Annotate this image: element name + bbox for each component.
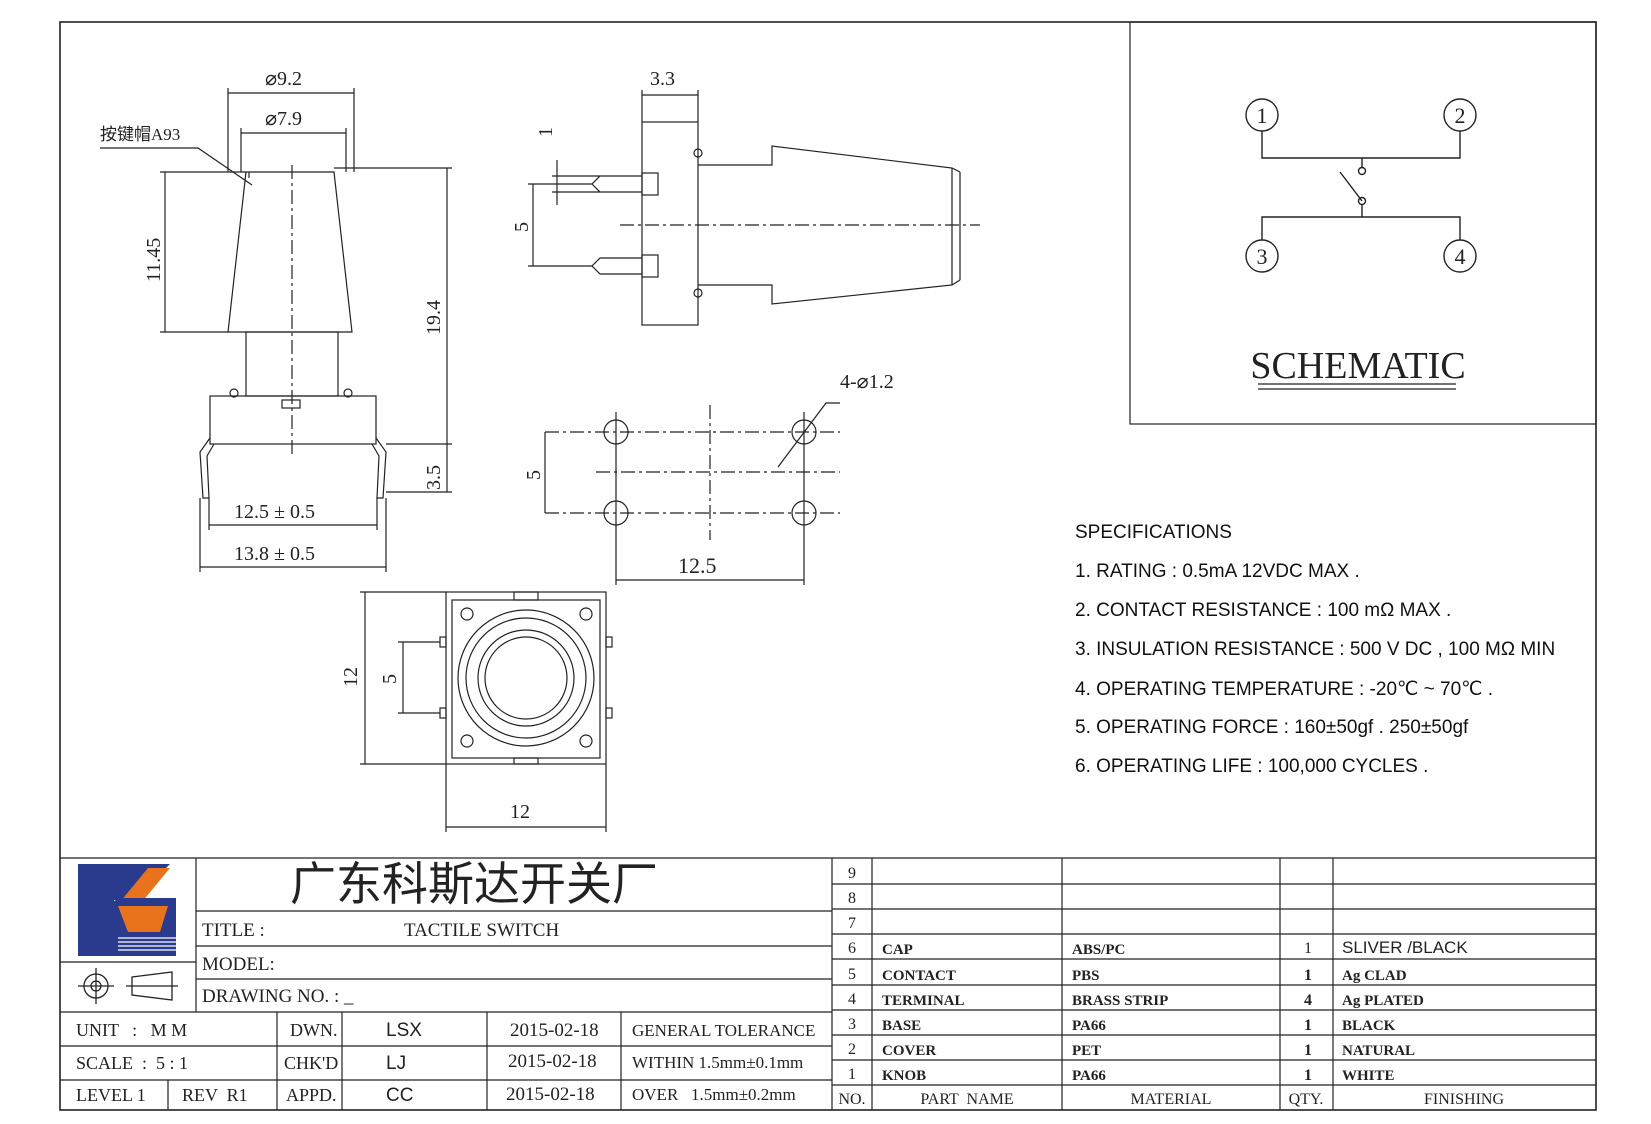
bom-header-qty: QTY.	[1289, 1091, 1324, 1108]
dim-cap-inner: ⌀7.9	[265, 108, 302, 130]
dim-width-inner: 12.5 ± 0.5	[234, 501, 315, 523]
bom-part: BASE	[882, 1018, 921, 1034]
scale-label: SCALE : 5 : 1	[76, 1053, 188, 1073]
spec-item-insulation-resistance: 3. INSULATION RESISTANCE : 500 V DC , 10…	[1075, 639, 1556, 660]
bom-part: KNOB	[882, 1068, 926, 1084]
bom-finish: Ag PLATED	[1342, 993, 1424, 1009]
bom-row-no: 6	[848, 940, 856, 957]
bom-material: PA66	[1072, 1018, 1106, 1034]
bom-finish: WHITE	[1342, 1068, 1395, 1084]
top-view	[360, 591, 613, 832]
bom-finish: NATURAL	[1342, 1043, 1415, 1059]
dim-cap-height: 11.45	[143, 238, 165, 282]
bom-material: PBS	[1072, 968, 1100, 984]
spec-item-contact-resistance: 2. CONTACT RESISTANCE : 100 mΩ MAX .	[1075, 600, 1452, 621]
bom-part: CAP	[882, 942, 913, 958]
spec-item-operating-force: 5. OPERATING FORCE : 160±50gf . 250±50gf	[1075, 717, 1469, 738]
bom-row-no: 8	[848, 890, 856, 907]
bom-table: 9 8 7 6 CAP ABS/PC 1 SLIVER /BLACK 5 CON…	[838, 865, 1504, 1108]
bom-material: ABS/PC	[1072, 942, 1125, 958]
bom-finish: Ag CLAD	[1342, 968, 1407, 984]
schematic-pin-3: 3	[1257, 244, 1268, 269]
title-value: TACTILE SWITCH	[404, 920, 559, 941]
dim-width-outer: 13.8 ± 0.5	[234, 543, 315, 565]
dim-cap-outer: ⌀9.2	[265, 68, 302, 90]
bom-row-no: 3	[848, 1016, 856, 1033]
dim-hole-spec: 4-⌀1.2	[840, 371, 894, 393]
bom-qty: 1	[1304, 1017, 1312, 1034]
specifications-title: SPECIFICATIONS	[1075, 522, 1232, 543]
tolerance-title: GENERAL TOLERANCE	[632, 1021, 815, 1040]
schematic-pin-4: 4	[1455, 244, 1466, 269]
bom-part: COVER	[882, 1043, 936, 1059]
appd-date: 2015-02-18	[506, 1084, 595, 1105]
rev-label: REV R1	[182, 1085, 248, 1105]
dim-hole-pitch-v: 5	[523, 470, 545, 480]
bom-row-no: 7	[848, 915, 856, 932]
chk-name: LJ	[386, 1053, 406, 1074]
bom-row-no: 2	[848, 1041, 856, 1058]
chk-label: CHK'D	[284, 1053, 338, 1073]
bom-row-no: 4	[848, 991, 856, 1008]
bom-qty: 4	[1304, 992, 1312, 1009]
bom-part: TERMINAL	[882, 993, 965, 1009]
bom-part: CONTACT	[882, 968, 956, 984]
bom-header-material: MATERIAL	[1131, 1091, 1212, 1108]
unit-label: UNIT : M M	[76, 1020, 187, 1040]
dim-side-offset: 3.3	[650, 68, 675, 90]
chk-date: 2015-02-18	[508, 1051, 597, 1072]
model-label: MODEL:	[202, 954, 275, 975]
spec-item-operating-life: 6. OPERATING LIFE : 100,000 CYCLES .	[1075, 756, 1429, 777]
dim-body-height: 12	[340, 667, 362, 687]
bom-header-finish: FINISHING	[1424, 1091, 1504, 1108]
spec-item-operating-temperature: 4. OPERATING TEMPERATURE : -20℃ ~ 70℃ .	[1075, 679, 1494, 700]
front-view	[100, 88, 452, 572]
level-label: LEVEL 1	[76, 1085, 146, 1105]
dim-body-width: 12	[510, 801, 530, 823]
bom-material: BRASS STRIP	[1072, 993, 1168, 1009]
dwn-label: DWN.	[290, 1020, 338, 1040]
schematic-pin-2: 2	[1455, 103, 1466, 128]
schematic-box: 1 2 3 4 SCHEMATIC	[1129, 21, 1597, 425]
schematic-title: SCHEMATIC	[1250, 345, 1465, 387]
tolerance-over: OVER 1.5mm±0.2mm	[632, 1085, 796, 1104]
bom-row-no: 1	[848, 1066, 856, 1083]
drawing-no-label: DRAWING NO. : _	[202, 986, 354, 1007]
dim-total-height: 19.4	[423, 300, 445, 335]
title-block-lines	[60, 857, 1596, 1110]
dim-pin-pitch: 5	[511, 222, 533, 232]
dim-hole-pitch-h: 12.5	[678, 553, 717, 578]
dim-pin-width: 1	[535, 127, 557, 137]
appd-name: CC	[386, 1085, 413, 1106]
bom-qty: 1	[1304, 1067, 1312, 1084]
bom-row-no: 5	[848, 966, 856, 983]
spec-item-rating: 1. RATING : 0.5mA 12VDC MAX .	[1075, 561, 1360, 582]
projection-symbol	[78, 968, 178, 1004]
bom-material: PA66	[1072, 1068, 1106, 1084]
dwn-name: LSX	[386, 1020, 422, 1041]
sheet-border	[59, 21, 1597, 1111]
side-view	[528, 90, 980, 326]
bom-qty: 1	[1304, 1042, 1312, 1059]
bom-finish: BLACK	[1342, 1018, 1396, 1034]
dwn-date: 2015-02-18	[510, 1020, 599, 1041]
bom-qty: 1	[1304, 940, 1312, 957]
dim-inner-pitch: 5	[379, 674, 401, 684]
title-label: TITLE :	[202, 920, 265, 941]
company-name: 广东科斯达开关厂	[290, 858, 658, 910]
company-logo	[78, 864, 176, 956]
schematic-pin-1: 1	[1257, 103, 1268, 128]
bom-header-part: PART NAME	[920, 1091, 1013, 1108]
bom-finish: SLIVER /BLACK	[1342, 938, 1468, 957]
hole-pattern	[544, 402, 840, 585]
dim-pin-height: 3.5	[423, 465, 445, 490]
bom-material: PET	[1072, 1043, 1101, 1059]
bom-header-no: NO.	[838, 1091, 865, 1108]
cap-note: 按键帽A93	[100, 125, 180, 144]
appd-label: APPD.	[286, 1085, 337, 1105]
bom-row-no: 9	[848, 865, 856, 882]
tolerance-within: WITHIN 1.5mm±0.1mm	[632, 1053, 803, 1072]
bom-qty: 1	[1304, 967, 1312, 984]
